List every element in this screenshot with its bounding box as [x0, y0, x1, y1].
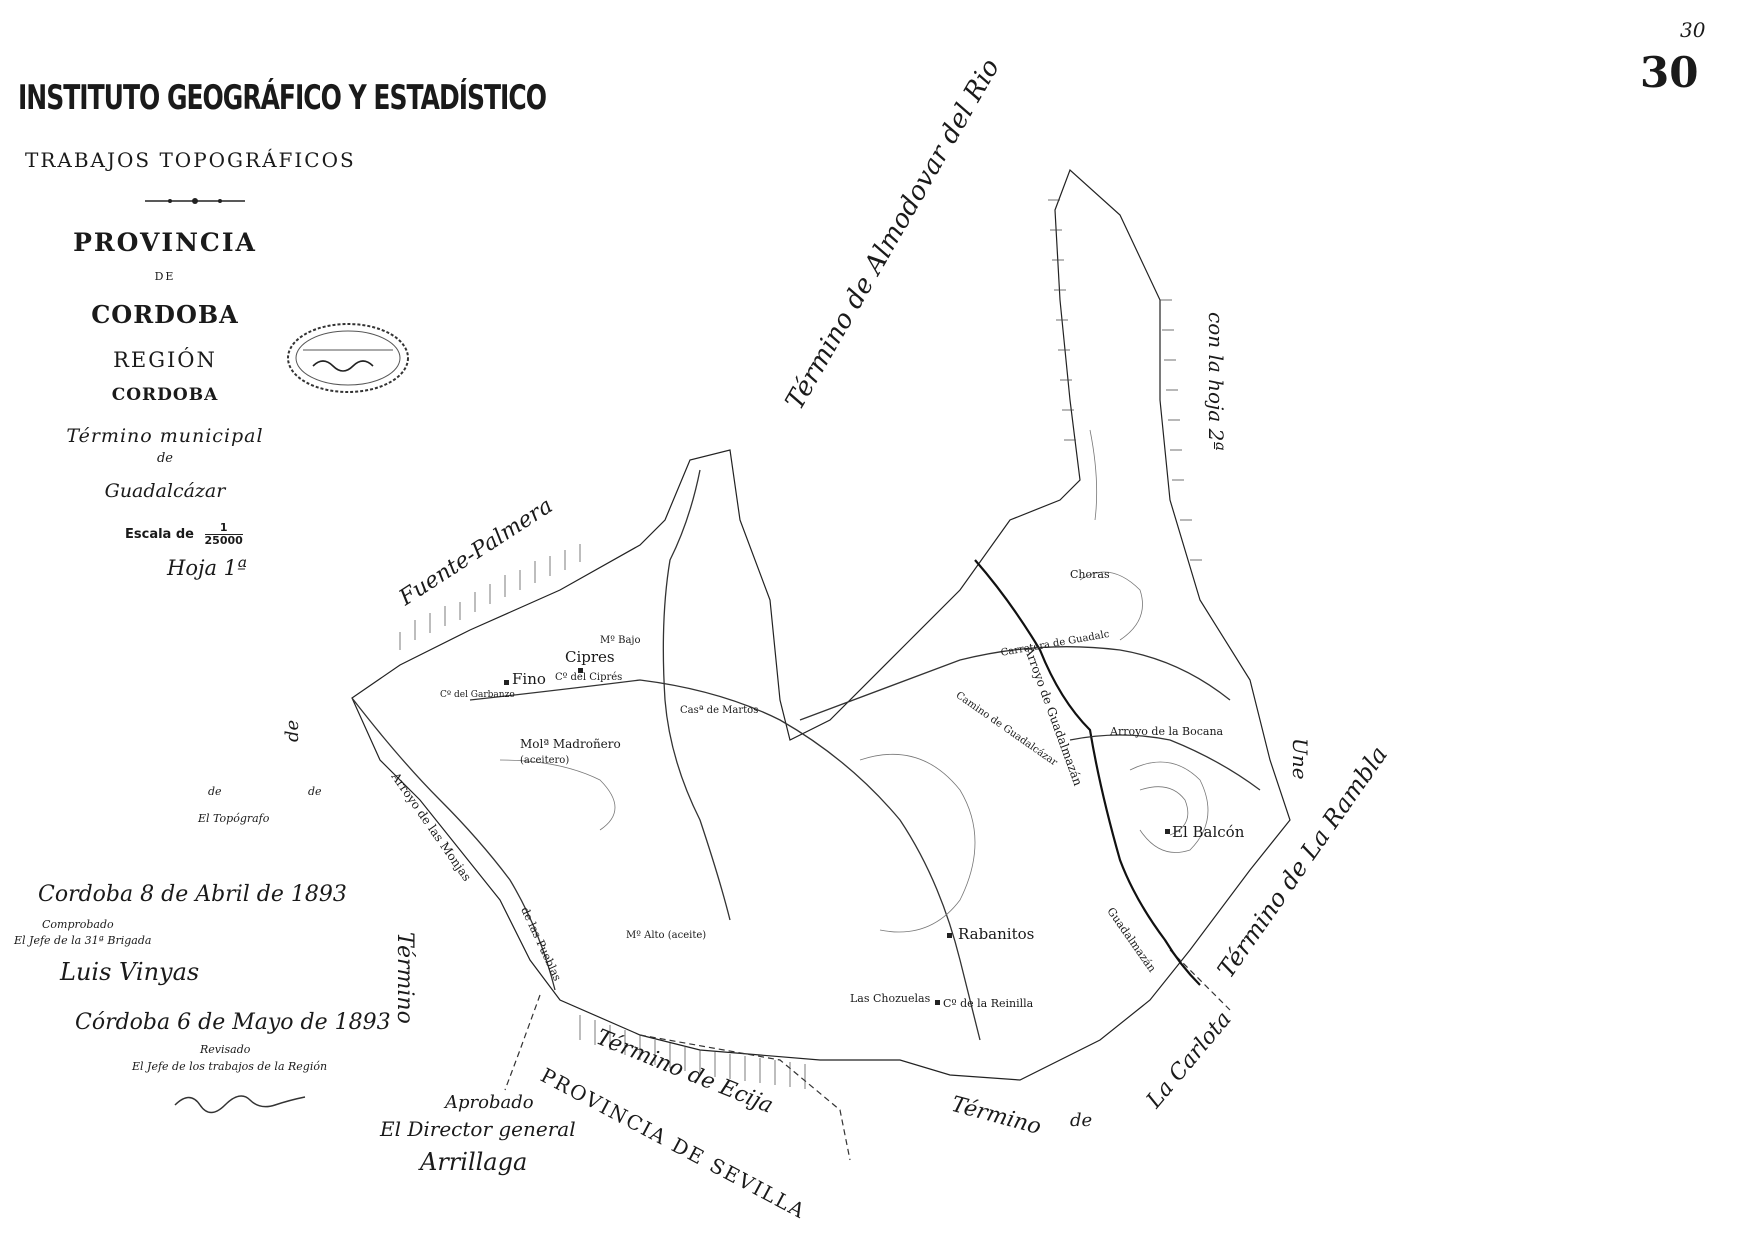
- road-east: [799, 646, 1231, 721]
- scale-numerator: 1: [219, 521, 228, 534]
- label-con-la-hoja: con la hoja 2ª: [1204, 312, 1228, 451]
- label-une: Une: [1288, 738, 1312, 780]
- place-cortijo-cipres: Cº del Ciprés: [555, 672, 623, 683]
- topografo-label: El Topógrafo: [198, 812, 270, 825]
- page-number: 30: [1640, 48, 1699, 97]
- director-label: El Director general: [380, 1117, 576, 1141]
- ornament-divider: [145, 198, 245, 204]
- place-arroyo-bocana: Arroyo de la Bocana: [1110, 725, 1224, 738]
- topografo-de2: de: [308, 785, 322, 798]
- province-boundary: [504, 949, 1231, 1161]
- signature-1: Luis Vinyas: [60, 958, 200, 986]
- page-number-handwritten: 30: [1680, 18, 1706, 42]
- arroyo-bocana: [1069, 734, 1261, 791]
- oval-stamp: [287, 323, 409, 393]
- place-el-balcon: El Balcón: [1172, 823, 1245, 841]
- place-casa-martos: Casª de Martos: [680, 705, 759, 716]
- scale-denominator: 25000: [204, 534, 243, 547]
- scale-fraction: 1 25000: [204, 521, 243, 547]
- municipal-boundary: [351, 168, 1291, 1081]
- municipality-name: Guadalcázar: [104, 480, 226, 502]
- municipal-label: Término municipal: [66, 425, 264, 447]
- date-1: Cordoba 8 de Abril de 1893: [38, 882, 347, 907]
- reinilla-marker: [935, 1000, 940, 1005]
- arroyo-monjas: [351, 697, 556, 991]
- fino-marker: [504, 680, 509, 685]
- subtitle: TRABAJOS TOPOGRÁFICOS: [25, 148, 356, 172]
- province-label: PROVINCIA: [73, 228, 257, 257]
- province-de: DE: [154, 270, 176, 283]
- province-name: CORDOBA: [91, 300, 239, 329]
- label-de-carlota: de: [1070, 1110, 1093, 1131]
- municipal-de: de: [156, 451, 173, 466]
- scale: Escala de 1 25000: [125, 522, 243, 547]
- place-mo-alto: Mº Alto (aceite): [626, 930, 707, 941]
- revisado-label: Revisado: [200, 1043, 251, 1056]
- place-fino: Fino: [512, 670, 546, 688]
- place-aceitero: (aceitero): [520, 755, 570, 766]
- label-termino-left: Término: [392, 932, 417, 1024]
- place-cortijo-garbanzo: Cº del Garbanzo: [440, 690, 515, 700]
- road-north: [662, 469, 731, 921]
- place-cipres: Cipres: [565, 648, 615, 666]
- place-molino-madronero: Molª Madroñero: [520, 737, 621, 751]
- region-name: CORDOBA: [111, 385, 219, 405]
- topografo-de: de: [208, 785, 222, 798]
- institute-title: INSTITUTO GEOGRÁFICO Y ESTADÍSTICO: [18, 78, 547, 118]
- scale-label: Escala de: [125, 527, 194, 542]
- date-2: Córdoba 6 de Mayo de 1893: [75, 1010, 391, 1035]
- region-label: REGIÓN: [113, 348, 217, 372]
- place-mo-bajo: Mº Bajo: [600, 635, 641, 646]
- balcon-marker: [1165, 829, 1170, 834]
- jefe-region: El Jefe de los trabajos de la Región: [132, 1060, 328, 1073]
- place-rabanitos: Rabanitos: [958, 925, 1035, 943]
- signature-3: Arrillaga: [420, 1148, 528, 1176]
- road-main: [469, 679, 981, 1041]
- aprobado-label: Aprobado: [445, 1092, 534, 1113]
- place-las-chozuelas: Las Chozuelas: [850, 992, 931, 1005]
- cipres-marker: [578, 668, 583, 673]
- guadalmazan-river: [974, 559, 1201, 986]
- place-choras: Choras: [1070, 568, 1110, 581]
- comprobado-label: Comprobado: [42, 918, 114, 931]
- jefe-brigada: El Jefe de la 31ª Brigada: [14, 934, 152, 947]
- sheet-number: Hoja 1ª: [167, 556, 248, 580]
- label-de-fuente-palmera: de: [282, 719, 303, 742]
- signature-2: [174, 1095, 306, 1114]
- place-cortijo-reinilla: Cº de la Reinilla: [943, 997, 1034, 1010]
- rabanitos-marker: [947, 933, 952, 938]
